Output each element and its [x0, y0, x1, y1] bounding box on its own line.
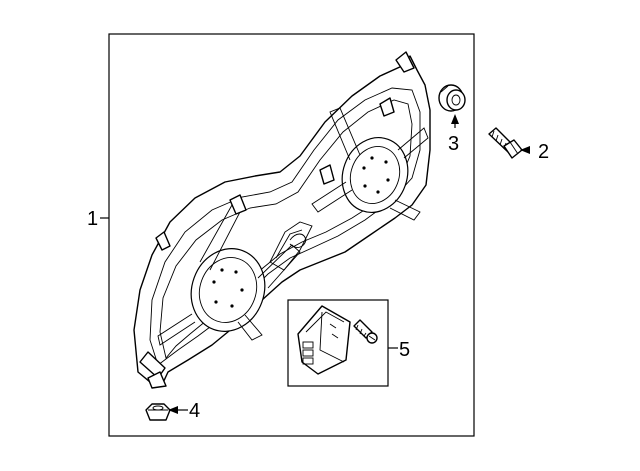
callout-3: 3 [448, 133, 459, 155]
callout-5: 5 [399, 339, 410, 361]
right-motor-hub [341, 137, 409, 213]
callout-1: 1 [87, 208, 98, 230]
diagram-frame [108, 33, 475, 437]
left-motor-hub [190, 248, 266, 332]
leader-lines [100, 114, 530, 414]
grommet-part[interactable] [438, 84, 466, 112]
module-screw[interactable] [353, 319, 378, 344]
control-module-inset [287, 299, 389, 387]
callout-4: 4 [189, 400, 200, 422]
control-module[interactable] [297, 305, 351, 375]
fan-shroud[interactable] [133, 51, 431, 389]
shroud-struts [139, 51, 429, 389]
bolt-part[interactable] [488, 127, 523, 159]
callout-2: 2 [538, 141, 549, 163]
clip-part[interactable] [145, 403, 171, 421]
